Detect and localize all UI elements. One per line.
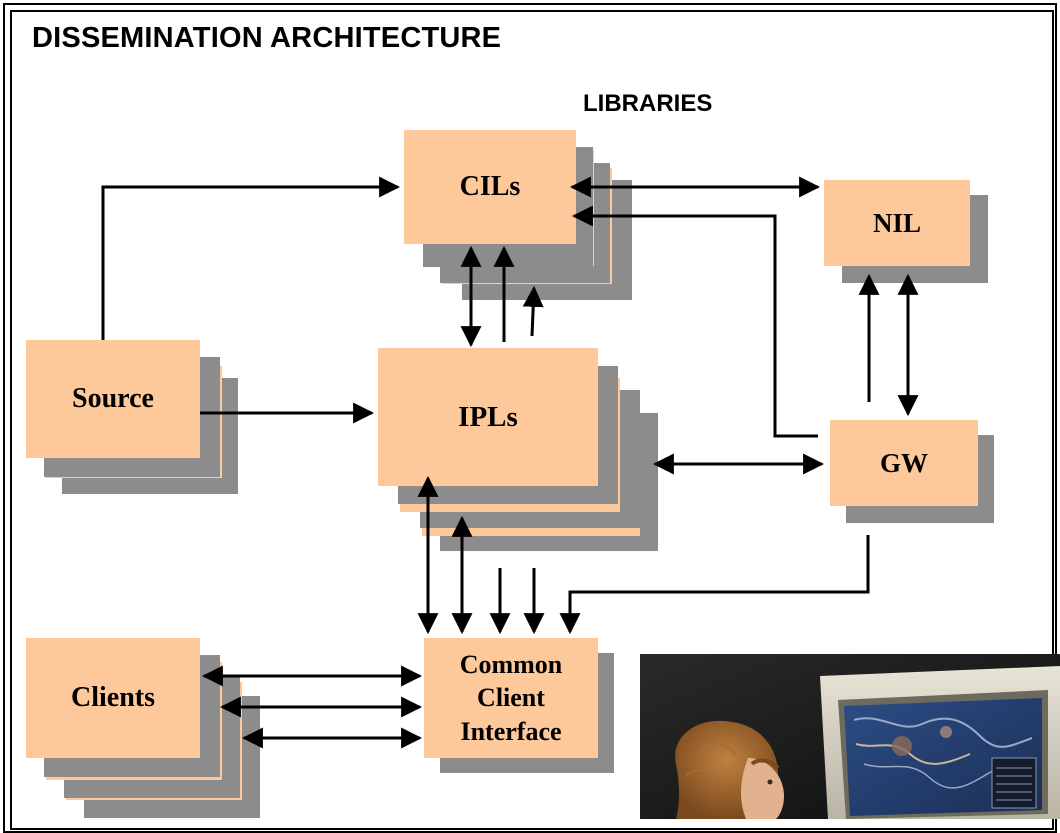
libraries-label: LIBRARIES [583,90,713,117]
cils-box[interactable]: CILs [404,130,576,244]
cils-label: CILs [459,171,521,202]
nil-box[interactable]: NIL [824,180,970,266]
cci-line-2: Client [477,683,545,713]
ipls-label: IPLs [458,400,518,433]
common-client-interface-box[interactable]: Common Client Interface [424,638,598,758]
gw-label: GW [879,447,928,478]
cci-line-1: Common [459,650,563,680]
nil-label: NIL [872,207,921,238]
connector-ipls-cils-up-2 [522,285,544,337]
operator-at-workstation-photo-icon [640,654,1060,819]
connector-gw-cci [559,535,870,635]
connector-gw-cils [571,205,818,438]
connector-source-cils [101,176,401,340]
clients-label: Clients [71,682,155,713]
gw-box[interactable]: GW [830,420,978,506]
cci-line-3: Interface [460,716,562,746]
page-title: DISSEMINATION ARCHITECTURE [32,22,502,54]
source-box[interactable]: Source [26,340,200,458]
ipls-box[interactable]: IPLs [378,348,598,486]
source-label: Source [72,383,154,414]
clients-box[interactable]: Clients [26,638,200,758]
operator-photo [640,654,1060,819]
